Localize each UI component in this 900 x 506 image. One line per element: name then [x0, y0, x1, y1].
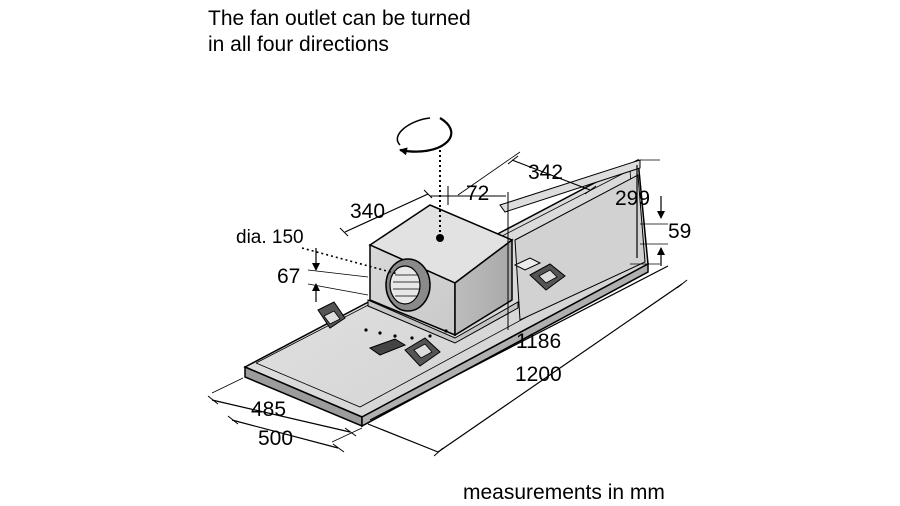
top-width-label: 342: [528, 161, 563, 184]
rotation-arrow-icon: [396, 117, 453, 242]
diameter-label: dia. 150: [236, 227, 304, 248]
screw-holes: [364, 328, 448, 340]
dimension-depth: 485 500: [207, 377, 363, 453]
dimension-inner-length: 1186: [369, 265, 669, 421]
mounting-bracket-left: [317, 301, 346, 329]
mounting-bracket-front: [404, 337, 441, 367]
total-depth-label: 500: [258, 427, 293, 450]
rear-frame: [499, 159, 646, 321]
caption-line-2: in all four directions: [208, 33, 389, 56]
total-length-label: 1200: [515, 363, 562, 386]
units-note: measurements in mm: [463, 481, 665, 504]
outlet-offset-label: 72: [466, 182, 489, 205]
light-window: [513, 257, 542, 271]
control-panel: [368, 338, 407, 356]
dimension-panel-height: 59: [640, 196, 691, 266]
dimension-total-length: 1200: [367, 279, 688, 457]
dimension-outlet-offset: 72: [430, 182, 509, 330]
dimension-duct-height: 67: [277, 248, 369, 302]
dimension-motor-depth: 340: [339, 189, 433, 237]
dimension-diameter: dia. 150: [236, 227, 399, 275]
duct-height-label: 67: [277, 265, 300, 288]
inner-length-label: 1186: [516, 330, 561, 353]
caption-line-1: The fan outlet can be turned: [208, 7, 471, 30]
mounting-bracket-rear: [529, 263, 566, 291]
panel-height-label: 59: [668, 220, 691, 243]
inner-depth-label: 485: [251, 398, 286, 421]
motor-depth-label: 340: [350, 200, 385, 223]
duct-outlet: [385, 258, 431, 312]
dimension-top-width: 342: [457, 151, 597, 196]
total-height-label: 299: [615, 187, 650, 210]
dimension-total-height: 299: [615, 159, 660, 265]
